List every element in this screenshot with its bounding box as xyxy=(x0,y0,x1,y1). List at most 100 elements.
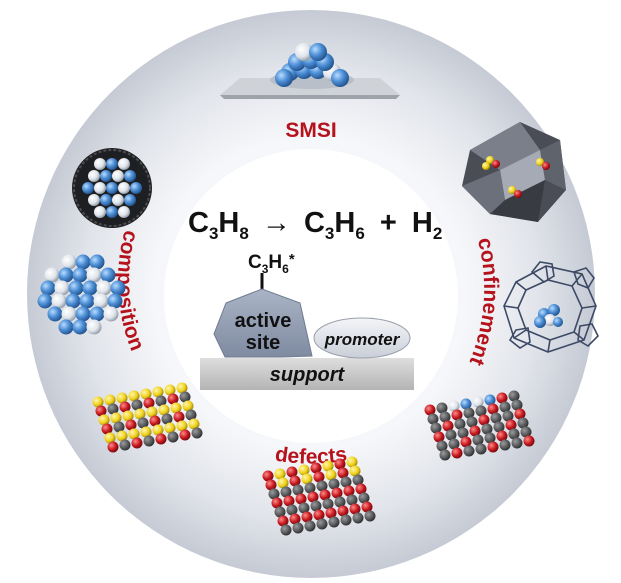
atom xyxy=(334,496,346,508)
atom xyxy=(460,398,472,410)
atom xyxy=(301,511,313,523)
atom xyxy=(118,182,130,194)
atom xyxy=(79,293,95,309)
atom xyxy=(472,434,484,446)
atom xyxy=(340,514,352,526)
atom xyxy=(337,467,349,479)
atom xyxy=(143,435,155,447)
atom xyxy=(286,504,298,516)
zeolite-framework-icon xyxy=(503,261,599,353)
atom xyxy=(93,293,109,309)
atom xyxy=(155,433,167,445)
atom xyxy=(82,182,94,194)
atom xyxy=(286,466,298,478)
atom xyxy=(283,495,295,507)
atom xyxy=(155,395,167,407)
atom xyxy=(179,391,191,403)
atom xyxy=(475,405,487,417)
atom xyxy=(112,170,124,182)
atom xyxy=(496,430,508,442)
label-smsi: SMSI xyxy=(285,119,336,142)
alloy-cluster-icon xyxy=(37,254,126,335)
atom xyxy=(116,392,128,404)
atom xyxy=(274,506,286,518)
active-site-label-line2: site xyxy=(246,332,280,354)
adsorbate-label: C3H6* xyxy=(248,251,295,276)
atom xyxy=(349,503,361,515)
atom xyxy=(454,418,466,430)
promoter-label: promoter xyxy=(324,330,401,349)
atom xyxy=(124,194,136,206)
atom xyxy=(275,69,293,87)
atom xyxy=(116,430,128,442)
atom xyxy=(131,399,143,411)
atom xyxy=(118,206,130,218)
atom xyxy=(277,477,289,489)
atom xyxy=(92,396,104,408)
atom xyxy=(61,254,77,270)
atom xyxy=(158,404,170,416)
atom xyxy=(316,480,328,492)
atom xyxy=(511,399,523,411)
atom xyxy=(274,468,286,480)
atom xyxy=(352,512,364,524)
inner-disc xyxy=(164,149,458,443)
atom xyxy=(304,520,316,532)
atom xyxy=(176,382,188,394)
atom xyxy=(328,478,340,490)
atom xyxy=(100,194,112,206)
atom xyxy=(280,524,292,536)
atom xyxy=(58,267,74,283)
atom xyxy=(334,458,346,470)
atom xyxy=(54,280,70,296)
atom xyxy=(167,431,179,443)
atom xyxy=(301,473,313,485)
atom xyxy=(469,425,481,437)
layered-oxide-slab-icon xyxy=(92,382,203,453)
atom xyxy=(86,319,102,335)
atom xyxy=(170,402,182,414)
atom xyxy=(176,420,188,432)
atom xyxy=(463,407,475,419)
atom xyxy=(520,426,532,438)
atom xyxy=(185,409,197,421)
atom xyxy=(430,422,442,434)
atom xyxy=(484,394,496,406)
atom xyxy=(113,421,125,433)
atom xyxy=(173,411,185,423)
atom xyxy=(47,306,63,322)
atom xyxy=(322,460,334,472)
atom xyxy=(75,254,91,270)
atom xyxy=(424,404,436,416)
atom xyxy=(161,413,173,425)
atom xyxy=(112,194,124,206)
confined-slab-icon xyxy=(424,390,535,461)
atom xyxy=(304,482,316,494)
atom xyxy=(448,400,460,412)
atom xyxy=(493,421,505,433)
atom xyxy=(61,306,77,322)
atom xyxy=(86,267,102,283)
atom xyxy=(481,423,493,435)
atom xyxy=(466,416,478,428)
zeolite-cage-cluster-icon xyxy=(462,122,566,222)
defect-slab-icon xyxy=(262,456,376,536)
reaction-equation: C3H8 → C3H6 + H2 xyxy=(188,207,442,246)
atom xyxy=(346,456,358,468)
atom xyxy=(152,386,164,398)
atom xyxy=(490,412,502,424)
atom xyxy=(478,414,490,426)
atom xyxy=(137,417,149,429)
atom xyxy=(119,401,131,413)
atom xyxy=(89,254,105,270)
atom xyxy=(523,435,535,447)
atom xyxy=(95,405,107,417)
atom xyxy=(89,306,105,322)
atom xyxy=(140,426,152,438)
atom xyxy=(98,414,110,426)
atom xyxy=(106,158,118,170)
atom xyxy=(280,486,292,498)
atom xyxy=(94,206,106,218)
atom xyxy=(346,494,358,506)
atom xyxy=(262,470,274,482)
